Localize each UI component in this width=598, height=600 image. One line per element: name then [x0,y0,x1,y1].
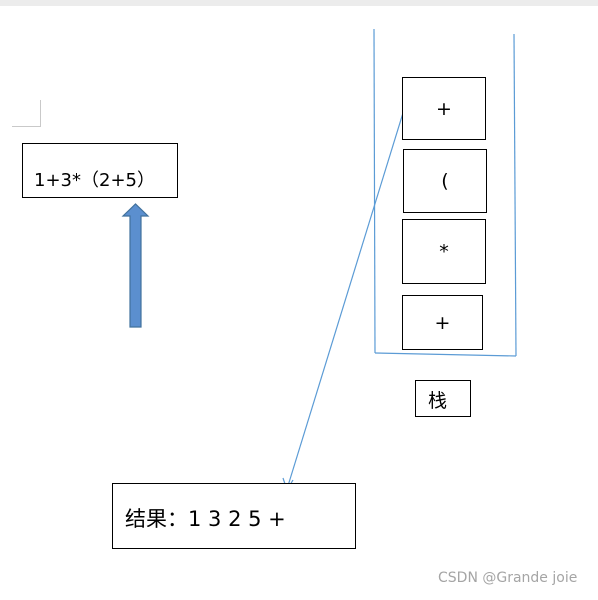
stack-item: * [402,219,486,284]
stack-item-top: + [402,77,486,140]
stack-item: ( [403,149,487,213]
result-box: 结果：1 3 2 5 + [112,483,356,549]
up-arrow-icon [121,203,150,328]
expression-box: 1+3*（2+5） [22,143,178,198]
stack-item-text: + [436,97,452,120]
stack-item-bottom: + [402,295,483,350]
stack-label-box: 栈 [415,380,471,417]
watermark: CSDN @Grande joie [438,570,578,586]
stack-item-text: + [434,311,451,334]
stack-right-wall [513,33,517,357]
stack-item-text: * [439,240,449,263]
stack-left-wall [373,28,376,354]
expression-text: 1+3*（2+5） [34,170,155,191]
stack-label-text: 栈 [428,390,448,412]
top-strip [0,0,598,6]
pop-arrow-line [286,86,412,490]
result-text: 结果：1 3 2 5 + [125,507,286,531]
stack-item-text: ( [441,170,449,192]
page-corner-mark [12,100,41,127]
stack-bottom [374,352,517,357]
